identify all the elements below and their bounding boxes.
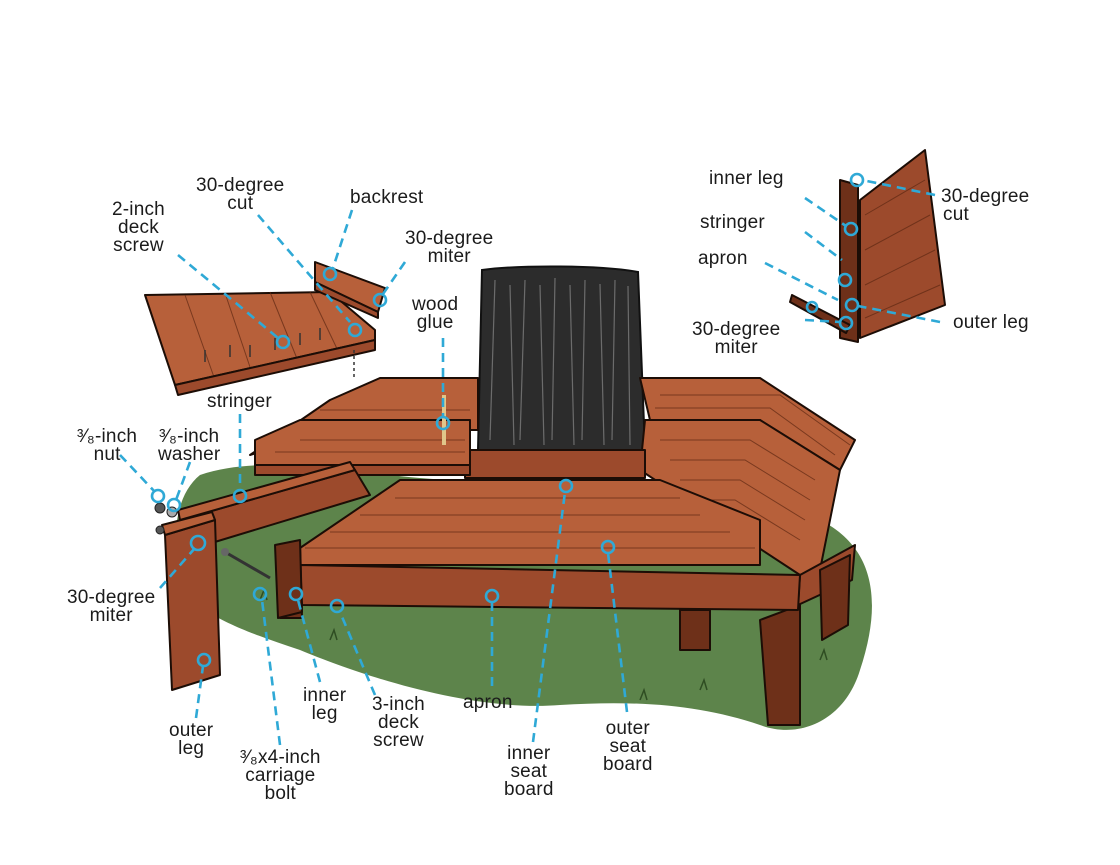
tree-trunk xyxy=(476,265,647,451)
callout-leaders xyxy=(119,172,941,746)
top-exploded-boards xyxy=(144,291,376,386)
label-stringer: stringer xyxy=(207,391,272,412)
inset-label-outer-leg: outer leg xyxy=(953,312,1029,333)
label-backrest: backrest xyxy=(350,187,424,208)
left-seat-section xyxy=(254,419,471,466)
inset-label-apron: apron xyxy=(698,248,748,269)
inset-label-inner-leg: inner leg xyxy=(709,168,784,189)
inset-label-stringer: stringer xyxy=(700,212,765,233)
leg-detail-inset xyxy=(789,149,946,343)
label-apron: apron xyxy=(463,692,513,713)
inner-apron xyxy=(464,449,646,479)
